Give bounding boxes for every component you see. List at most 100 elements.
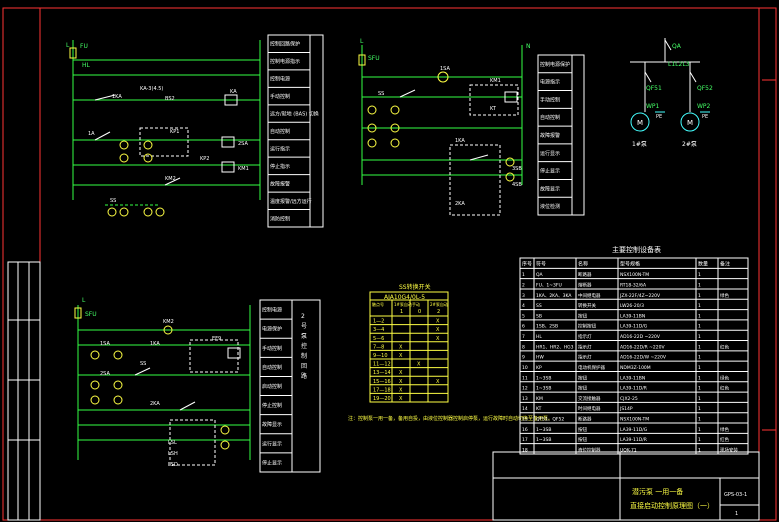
function-row-label: 温度报警/远方运行 [270,198,312,205]
equipment-cell: 绿色 [720,292,729,299]
circuit-a-label: KA [230,89,237,95]
equipment-cell: NDM3Z-100M [620,365,651,371]
circuit-a-label: L [66,42,70,49]
circuit-b-label: 3SB [512,166,522,172]
equipment-cell: 按钮 [578,385,587,392]
switch-contact: 9—10 [373,353,388,359]
circuit-b-label: 1KA [455,138,465,144]
function-row-label: 运行指示 [270,145,290,152]
equipment-cell: 1 [698,334,701,340]
circuit-c-label: KM2 [163,319,174,325]
equipment-cell: 转换开关 [578,302,596,309]
switch-table-note: 注：控制泵一用一备，备用自投，由液位控制器控制启停泵，运行故障时自动切换至备用泵… [348,415,553,422]
function-row-label: 控制回路保护 [270,41,300,48]
circuit-b-label: 4SB [512,182,522,188]
circuit-c-side-label-char: 2 [301,313,305,320]
equipment-cell: 1~3SB [536,386,551,392]
switch-contact: 13—14 [373,370,391,376]
equipment-cell: 2 [522,282,525,288]
title-block: 潜污泵 一用一备 直接启动控制原理图（一） GPS-03-1 1 [492,451,760,521]
equipment-cell: 断路器 [578,416,592,423]
equipment-cell: 按钮 [578,436,587,443]
equipment-cell: 按钮 [578,312,587,319]
equipment-cell: 红色 [720,343,729,350]
control-circuit-c: L SFU KM2 EF9 1SA 2SA SS 1KA 2KA LSL LSH… [74,297,321,473]
switch-col-position: 2 [437,309,440,315]
equipment-cell: 断路器 [578,271,592,278]
equipment-cell: QA [536,272,544,278]
equipment-cell: 1 [698,417,701,423]
circuit-b-label: 1SA [440,66,450,72]
binding-strip [7,261,41,521]
circuit-b-label: 2KA [455,201,465,207]
equipment-cell: 1 [698,448,701,454]
main-circuit-label: PE [656,114,662,120]
equipment-cell: AD16-22D ~220V [620,334,661,340]
control-circuit-a: L FU HL KA-3(4.5) KA 1A 1KA BS2 KP1 2SA … [66,34,324,228]
function-row-label: 故障显示 [540,185,560,192]
switch-mark: X [399,370,403,376]
circuit-a-label: KM2 [165,176,176,182]
equipment-cell: SS [536,303,542,309]
equipment-cell: 1 [698,365,701,371]
equipment-cell: 按钮 [578,426,587,433]
function-row-label: 启动控制 [262,383,282,390]
function-row-label: 故障报警 [270,180,290,187]
equipment-cell: HL [536,334,542,340]
equipment-cell: 8 [522,344,525,350]
equipment-cell: 中间继电器 [578,292,601,299]
equipment-cell: AD16-22D/R ~220V [620,344,666,350]
equipment-cell: JZX-22F/4Z~220V [619,293,661,299]
main-circuit-label: QF51 [646,85,662,92]
circuit-c-label: 1SA [100,341,110,347]
circuit-c-side-label-char: 泵 [301,333,307,340]
equipment-cell: LA39-11D/G [620,324,648,330]
equipment-cell: LA39-11D/R [620,386,647,392]
switch-contact: 3—4 [373,327,384,333]
equipment-cell: 15 [522,417,528,423]
equipment-cell: KP [536,365,542,371]
switch-mark: X [399,344,403,350]
function-row-label: 停止指示 [270,163,290,170]
equipment-cell: 绿色 [720,374,729,381]
equipment-cell: NSX100N-TM [620,272,649,278]
switch-contact: 17—18 [373,387,391,393]
equipment-table-title: 主要控制设备表 [612,245,661,254]
switch-col-header: 1#泵自动 [394,301,412,307]
equipment-col-header: 名称 [578,260,588,267]
function-row-label: 电源保护 [262,326,282,333]
circuit-c-side-label-char: 制 [301,352,307,360]
equipment-col-header: 序号 [522,260,532,267]
equipment-cell: 17 [522,437,528,443]
circuit-a-label: KA-3(4.5) [140,86,163,92]
circuit-b-label: N [526,43,531,50]
equipment-cell: 1 [522,272,525,278]
pump-label: 1#泵 [632,141,647,148]
switch-col-header: 手动 [412,301,420,307]
equipment-cell: LA39-11BN [620,375,645,381]
circuit-a-label: 1A [88,131,95,137]
switch-mark: X [399,379,403,385]
circuit-c-label: SS [140,361,146,367]
equipment-cell: KT [536,406,542,412]
function-row-label: 故障报警 [540,132,560,139]
circuit-a-label: 2SA [238,141,248,147]
equipment-cell: 1 [698,386,701,392]
switch-contact: 7—8 [373,344,384,350]
circuit-a-label: SS [110,198,116,204]
equipment-cell: 1 [698,282,701,288]
equipment-cell: 1 [698,396,701,402]
circuit-a-label: KM1 [238,166,249,172]
circuit-c-label: SFU [85,311,97,318]
switch-mark: X [436,336,440,342]
equipment-cell: HR1、HR2、HG3 [536,344,574,350]
equipment-cell: 12 [522,386,528,392]
circuit-c-side-label-char: 回 [301,363,307,370]
equipment-cell: 11 [522,375,528,381]
equipment-cell: 时间继电器 [578,405,601,412]
switch-contact: 11—12 [373,362,391,368]
circuit-b-label: KM1 [490,78,501,84]
circuit-a-label: 1KA [112,94,122,100]
